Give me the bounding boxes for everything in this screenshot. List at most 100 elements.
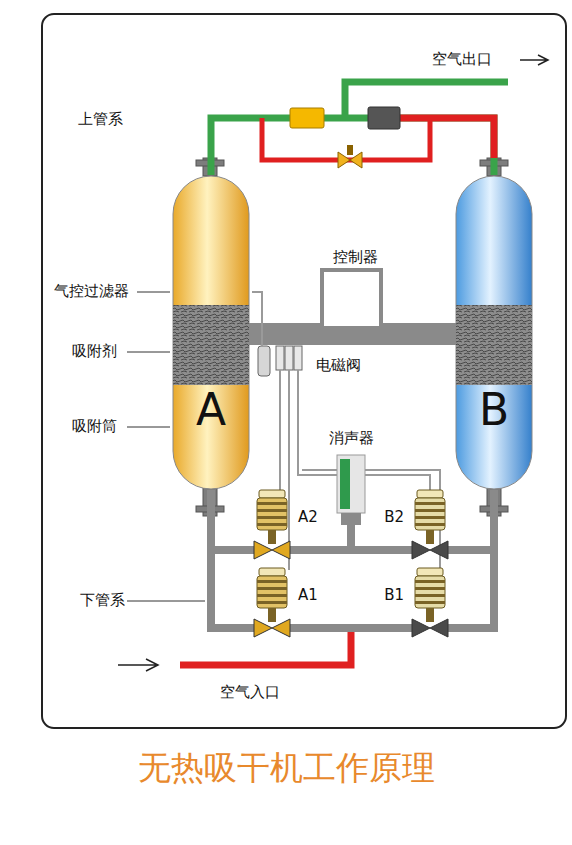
silencer-shape: [337, 455, 365, 545]
drawing-part: [415, 601, 445, 604]
drawing-part: [426, 608, 434, 622]
text-label: 空气出口: [432, 50, 492, 68]
drawing-part: [415, 516, 445, 519]
drawing-part: [257, 576, 287, 608]
drawing-part: [415, 498, 445, 530]
drawing-part: [276, 346, 284, 370]
drawing-part: [415, 576, 445, 608]
silencer: 消声器: [337, 455, 365, 545]
text-label: 气控过滤器: [54, 282, 129, 300]
drawing-part: [415, 594, 445, 597]
drawing-part: [294, 346, 302, 370]
valve-shape: [412, 566, 448, 640]
drawing-part: [254, 619, 272, 637]
drawing-part: [430, 619, 448, 637]
pipe-line: [448, 490, 494, 628]
drawing-part: [272, 541, 290, 559]
drawing-part: [430, 541, 448, 559]
drawing-part: [417, 490, 443, 498]
drawing-part: [137, 292, 170, 293]
valve: B1: [412, 566, 448, 640]
drawing-part: [412, 541, 430, 559]
drawing-part: [368, 107, 400, 129]
part-label: B1: [384, 586, 404, 604]
drawing-part: [257, 498, 287, 530]
text-label: 电磁阀: [316, 356, 361, 374]
pipe-line: [351, 545, 412, 550]
drawing-part: [259, 568, 285, 576]
valve-shape: [254, 488, 290, 562]
drawing-part: [262, 118, 430, 160]
pipe-connector: [351, 545, 412, 550]
drawing-part: [257, 580, 287, 583]
drawing-part: [337, 455, 365, 513]
text-label: 下管系: [80, 591, 125, 609]
drawing-part: [127, 427, 170, 428]
pipe-connector: [211, 490, 254, 550]
pipe-connector: [211, 490, 254, 628]
part-label: B2: [384, 508, 404, 526]
drawing-part: [127, 352, 170, 353]
drawing-part: [285, 346, 293, 370]
pipe-line: [211, 490, 254, 550]
drawing-part: [415, 509, 445, 512]
drawing-part: [257, 601, 287, 604]
text-label: 吸附剂: [72, 342, 117, 360]
drawing-part: [279, 370, 281, 492]
drawing-part: [252, 292, 262, 346]
drawing-part: [268, 608, 276, 622]
tower-shape: [172, 175, 250, 490]
part-label: A2: [298, 508, 318, 526]
valve-shape: [254, 566, 290, 640]
drawing-part: [257, 523, 287, 526]
adsorption-tower: B: [455, 175, 533, 490]
tower-shape: [455, 175, 533, 490]
drawing-part: [415, 580, 445, 583]
caption: 无热吸干机工作原理: [138, 748, 435, 788]
inlet-arrow: [118, 659, 158, 671]
tower-body: [456, 176, 532, 489]
drawing-part: [340, 459, 350, 509]
part-label: A1: [298, 586, 318, 604]
valve: B2: [412, 488, 448, 562]
adsorption-tower: A: [172, 175, 250, 490]
drawing-part: [257, 502, 287, 505]
drawing-part: [415, 523, 445, 526]
drawing-part: [347, 145, 353, 155]
drawing-part: [268, 530, 276, 544]
part-label: 控制器: [333, 248, 378, 266]
drawing-part: [288, 370, 290, 570]
drawing-part: [400, 118, 494, 158]
air-filter: [258, 346, 270, 376]
drawing-part: [127, 601, 205, 602]
drawing-part: [257, 587, 287, 590]
text-label: 空气入口: [220, 683, 280, 701]
drawing-part: [347, 525, 355, 545]
tower-letter: A: [196, 384, 226, 437]
adsorbent-band: [456, 305, 532, 385]
drawing-part: [257, 594, 287, 597]
valve: A2: [254, 488, 290, 562]
pipe-line: [211, 490, 254, 628]
drawing-part: [252, 292, 440, 570]
drawing-part: [290, 108, 324, 128]
drawing-part: [257, 516, 287, 519]
drawing-part: [254, 541, 272, 559]
drawing-part: [520, 55, 548, 65]
part-label: 消声器: [329, 429, 374, 447]
drawing-part: [426, 530, 434, 544]
drawing-part: [341, 513, 361, 525]
pipe-connector: [448, 490, 494, 628]
pipe-connector: [211, 118, 494, 175]
pipe-connector: [448, 490, 494, 550]
pipe-line: [290, 545, 351, 550]
pipe-line: [211, 118, 494, 175]
pipe-line: [290, 624, 412, 632]
drawing-part: [276, 346, 302, 370]
drawing-part: [415, 502, 445, 505]
tower-letter: B: [479, 384, 509, 437]
inlet-pipe: [180, 628, 351, 665]
drawing-part: [412, 619, 430, 637]
text-label: 上管系: [78, 110, 123, 128]
